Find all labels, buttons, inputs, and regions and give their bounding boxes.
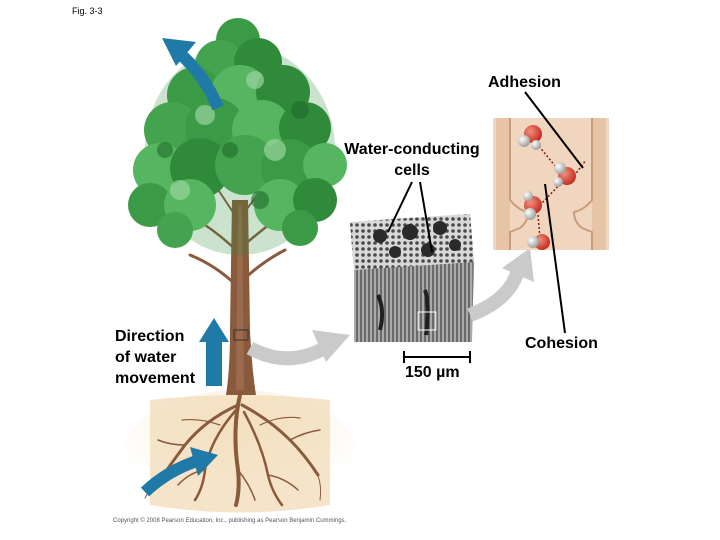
water-molecule [523, 191, 542, 220]
direction-line3: movement [115, 370, 196, 387]
cohesion-leader [544, 183, 566, 334]
scale-bar-label: 150 µm [405, 364, 460, 381]
cohesion-label: Cohesion [525, 335, 598, 352]
xylem-micrograph [350, 214, 474, 342]
water-molecule [518, 125, 542, 150]
scale-bar [403, 351, 471, 363]
water-conducting-leaders [387, 181, 433, 253]
direction-line1: Direction [115, 328, 185, 345]
transpiration-arrow [162, 38, 224, 111]
adhesion-label: Adhesion [488, 74, 561, 91]
trunk-sample-box [233, 329, 249, 341]
water-molecule [527, 234, 550, 250]
direction-arrow [199, 318, 229, 386]
water-conducting-line2: cells [394, 162, 430, 179]
root-uptake-arrow [140, 447, 218, 497]
micrograph-sample-box [417, 311, 437, 331]
water-conducting-cells-label: Water-conducting cells [322, 139, 502, 181]
trunk [188, 179, 287, 395]
adhesion-leader [524, 91, 584, 169]
callout-arrow-1 [246, 330, 350, 366]
water-conducting-line1: Water-conducting [344, 141, 480, 158]
figure-label: Fig. 3-3 [72, 6, 103, 16]
copyright-notice: Copyright © 2008 Pearson Education, Inc.… [113, 518, 347, 524]
foliage [128, 18, 347, 255]
direction-line2: of water [115, 349, 177, 366]
direction-of-water-movement-label: Direction of water movement [115, 326, 195, 389]
callout-arrow-2 [467, 248, 534, 322]
water-molecule [553, 162, 576, 187]
